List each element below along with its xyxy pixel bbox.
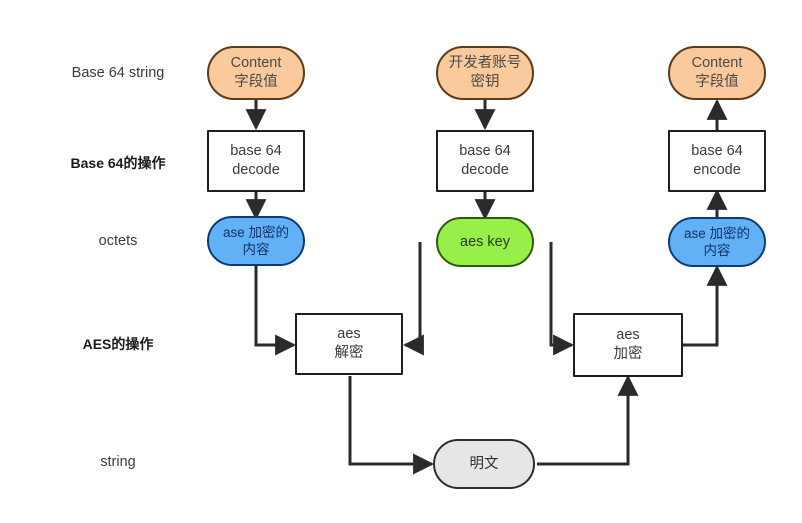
edge-plaintext-to-aesencrypt — [537, 374, 639, 466]
row-label-aes-operation: AES的操作 — [82, 336, 154, 352]
row-label-octets: octets — [98, 233, 138, 249]
node-line-1: base 64 — [459, 143, 511, 160]
node-aes-encrypted-content-left[interactable]: ase 加密的 内容 — [207, 216, 305, 266]
node-line-2: decode — [232, 162, 280, 178]
node-line-2: 内容 — [242, 242, 270, 257]
node-line-1: 开发者账号 — [448, 55, 522, 72]
node-base64-decode-left[interactable]: base 64 decode — [207, 130, 305, 192]
edge-aesencleft-to-aesdecrypt — [254, 265, 297, 356]
node-line-1: aes — [337, 326, 361, 343]
node-line-2: decode — [461, 162, 509, 178]
node-line-2: 密钥 — [470, 74, 500, 90]
node-content-field-right[interactable]: Content 字段值 — [668, 46, 766, 100]
row-label-string: string — [100, 454, 136, 470]
node-aes-encrypted-content-right[interactable]: ase 加密的 内容 — [668, 217, 766, 267]
node-line-1: aes — [616, 327, 640, 344]
edge-aeskey-to-aesdecrypt — [402, 242, 424, 356]
node-base64-decode-middle[interactable]: base 64 decode — [436, 130, 534, 192]
row-label-base64-string: Base 64 string — [71, 65, 165, 81]
node-line-2: 解密 — [334, 345, 364, 361]
node-base64-encode-right[interactable]: base 64 encode — [668, 130, 766, 192]
edge-aesdecrypt-to-plaintext — [348, 376, 435, 475]
row-label-base64-operation: Base 64的操作 — [70, 155, 166, 171]
node-line-2: 字段值 — [234, 74, 278, 90]
node-line-2: 字段值 — [695, 74, 739, 90]
edge-aesencrypt-to-aesencright — [683, 264, 728, 347]
node-aes-encrypt[interactable]: aes 加密 — [573, 313, 683, 377]
node-content-field-left[interactable]: Content 字段值 — [207, 46, 305, 100]
node-line-1: ase 加密的 — [222, 224, 290, 240]
node-line-1: Content — [230, 55, 282, 72]
node-line-1: Content — [691, 55, 743, 72]
node-line-1: base 64 — [230, 143, 282, 160]
node-line-2: encode — [693, 162, 741, 178]
node-line-2: 加密 — [613, 346, 643, 362]
node-line-1: ase 加密的 — [683, 225, 751, 241]
node-aes-decrypt[interactable]: aes 解密 — [295, 313, 403, 375]
edge-aeskey-to-aesencrypt — [549, 242, 575, 356]
node-developer-account-key[interactable]: 开发者账号 密钥 — [436, 46, 534, 100]
node-line-1: aes key — [460, 233, 510, 250]
node-aes-key[interactable]: aes key — [436, 217, 534, 267]
node-line-1: 明文 — [469, 455, 499, 472]
node-plaintext[interactable]: 明文 — [433, 439, 535, 489]
node-line-2: 内容 — [703, 243, 731, 258]
node-line-1: base 64 — [691, 143, 743, 160]
